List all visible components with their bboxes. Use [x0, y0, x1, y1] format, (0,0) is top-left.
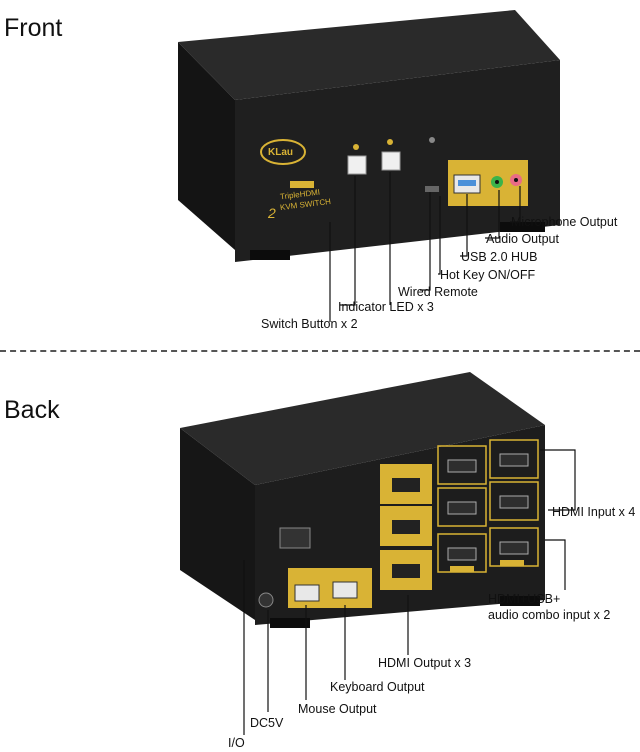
klau-logo — [260, 139, 306, 165]
label-combo-input-2: audio combo input x 2 — [488, 608, 611, 622]
label-hotkey: Hot Key ON/OFF — [440, 268, 536, 282]
back-heading: Back — [4, 396, 60, 424]
back-side-face — [180, 428, 255, 620]
front-callouts — [329, 172, 521, 322]
power-switch — [279, 527, 311, 549]
label-hdmi-output: HDMI Output x 3 — [378, 656, 472, 670]
model-badge — [290, 181, 314, 188]
keyboard-port — [332, 581, 358, 599]
label-audio-output: Audio Output — [486, 232, 559, 246]
model-number: 2 — [268, 205, 276, 221]
remote-port — [425, 186, 439, 192]
switch-button-2 — [381, 151, 401, 171]
brand-logo-text: KLau — [268, 147, 293, 158]
label-usb-hub: USB 2.0 HUB — [461, 250, 538, 264]
hdmi-input-grid — [437, 439, 539, 573]
label-hdmi-input: HDMI Input x 4 — [552, 505, 636, 519]
label-combo-input-1: HDMI+USB+ — [488, 592, 561, 606]
front-top-face — [178, 10, 560, 100]
front-heading: Front — [4, 14, 63, 42]
label-dc5v: DC5V — [250, 716, 284, 730]
dc-jack — [258, 592, 274, 608]
label-switch-button: Switch Button x 2 — [261, 317, 358, 331]
label-keyboard-output: Keyboard Output — [330, 680, 425, 694]
mouse-port — [294, 584, 320, 602]
label-mouse-output: Mouse Output — [298, 702, 377, 716]
label-io: I/O — [228, 736, 245, 750]
led-2 — [387, 139, 393, 145]
back-callouts — [243, 449, 576, 735]
section-divider — [0, 350, 640, 352]
led-1 — [353, 144, 359, 150]
front-side-face — [178, 42, 235, 250]
led-3 — [429, 137, 435, 143]
back-top-face — [180, 372, 545, 485]
label-indicator-led: Indicator LED x 3 — [338, 300, 434, 314]
label-wired-remote: Wired Remote — [398, 285, 478, 299]
switch-button-1 — [347, 155, 367, 175]
label-microphone-output: Microphone Output — [511, 215, 618, 229]
